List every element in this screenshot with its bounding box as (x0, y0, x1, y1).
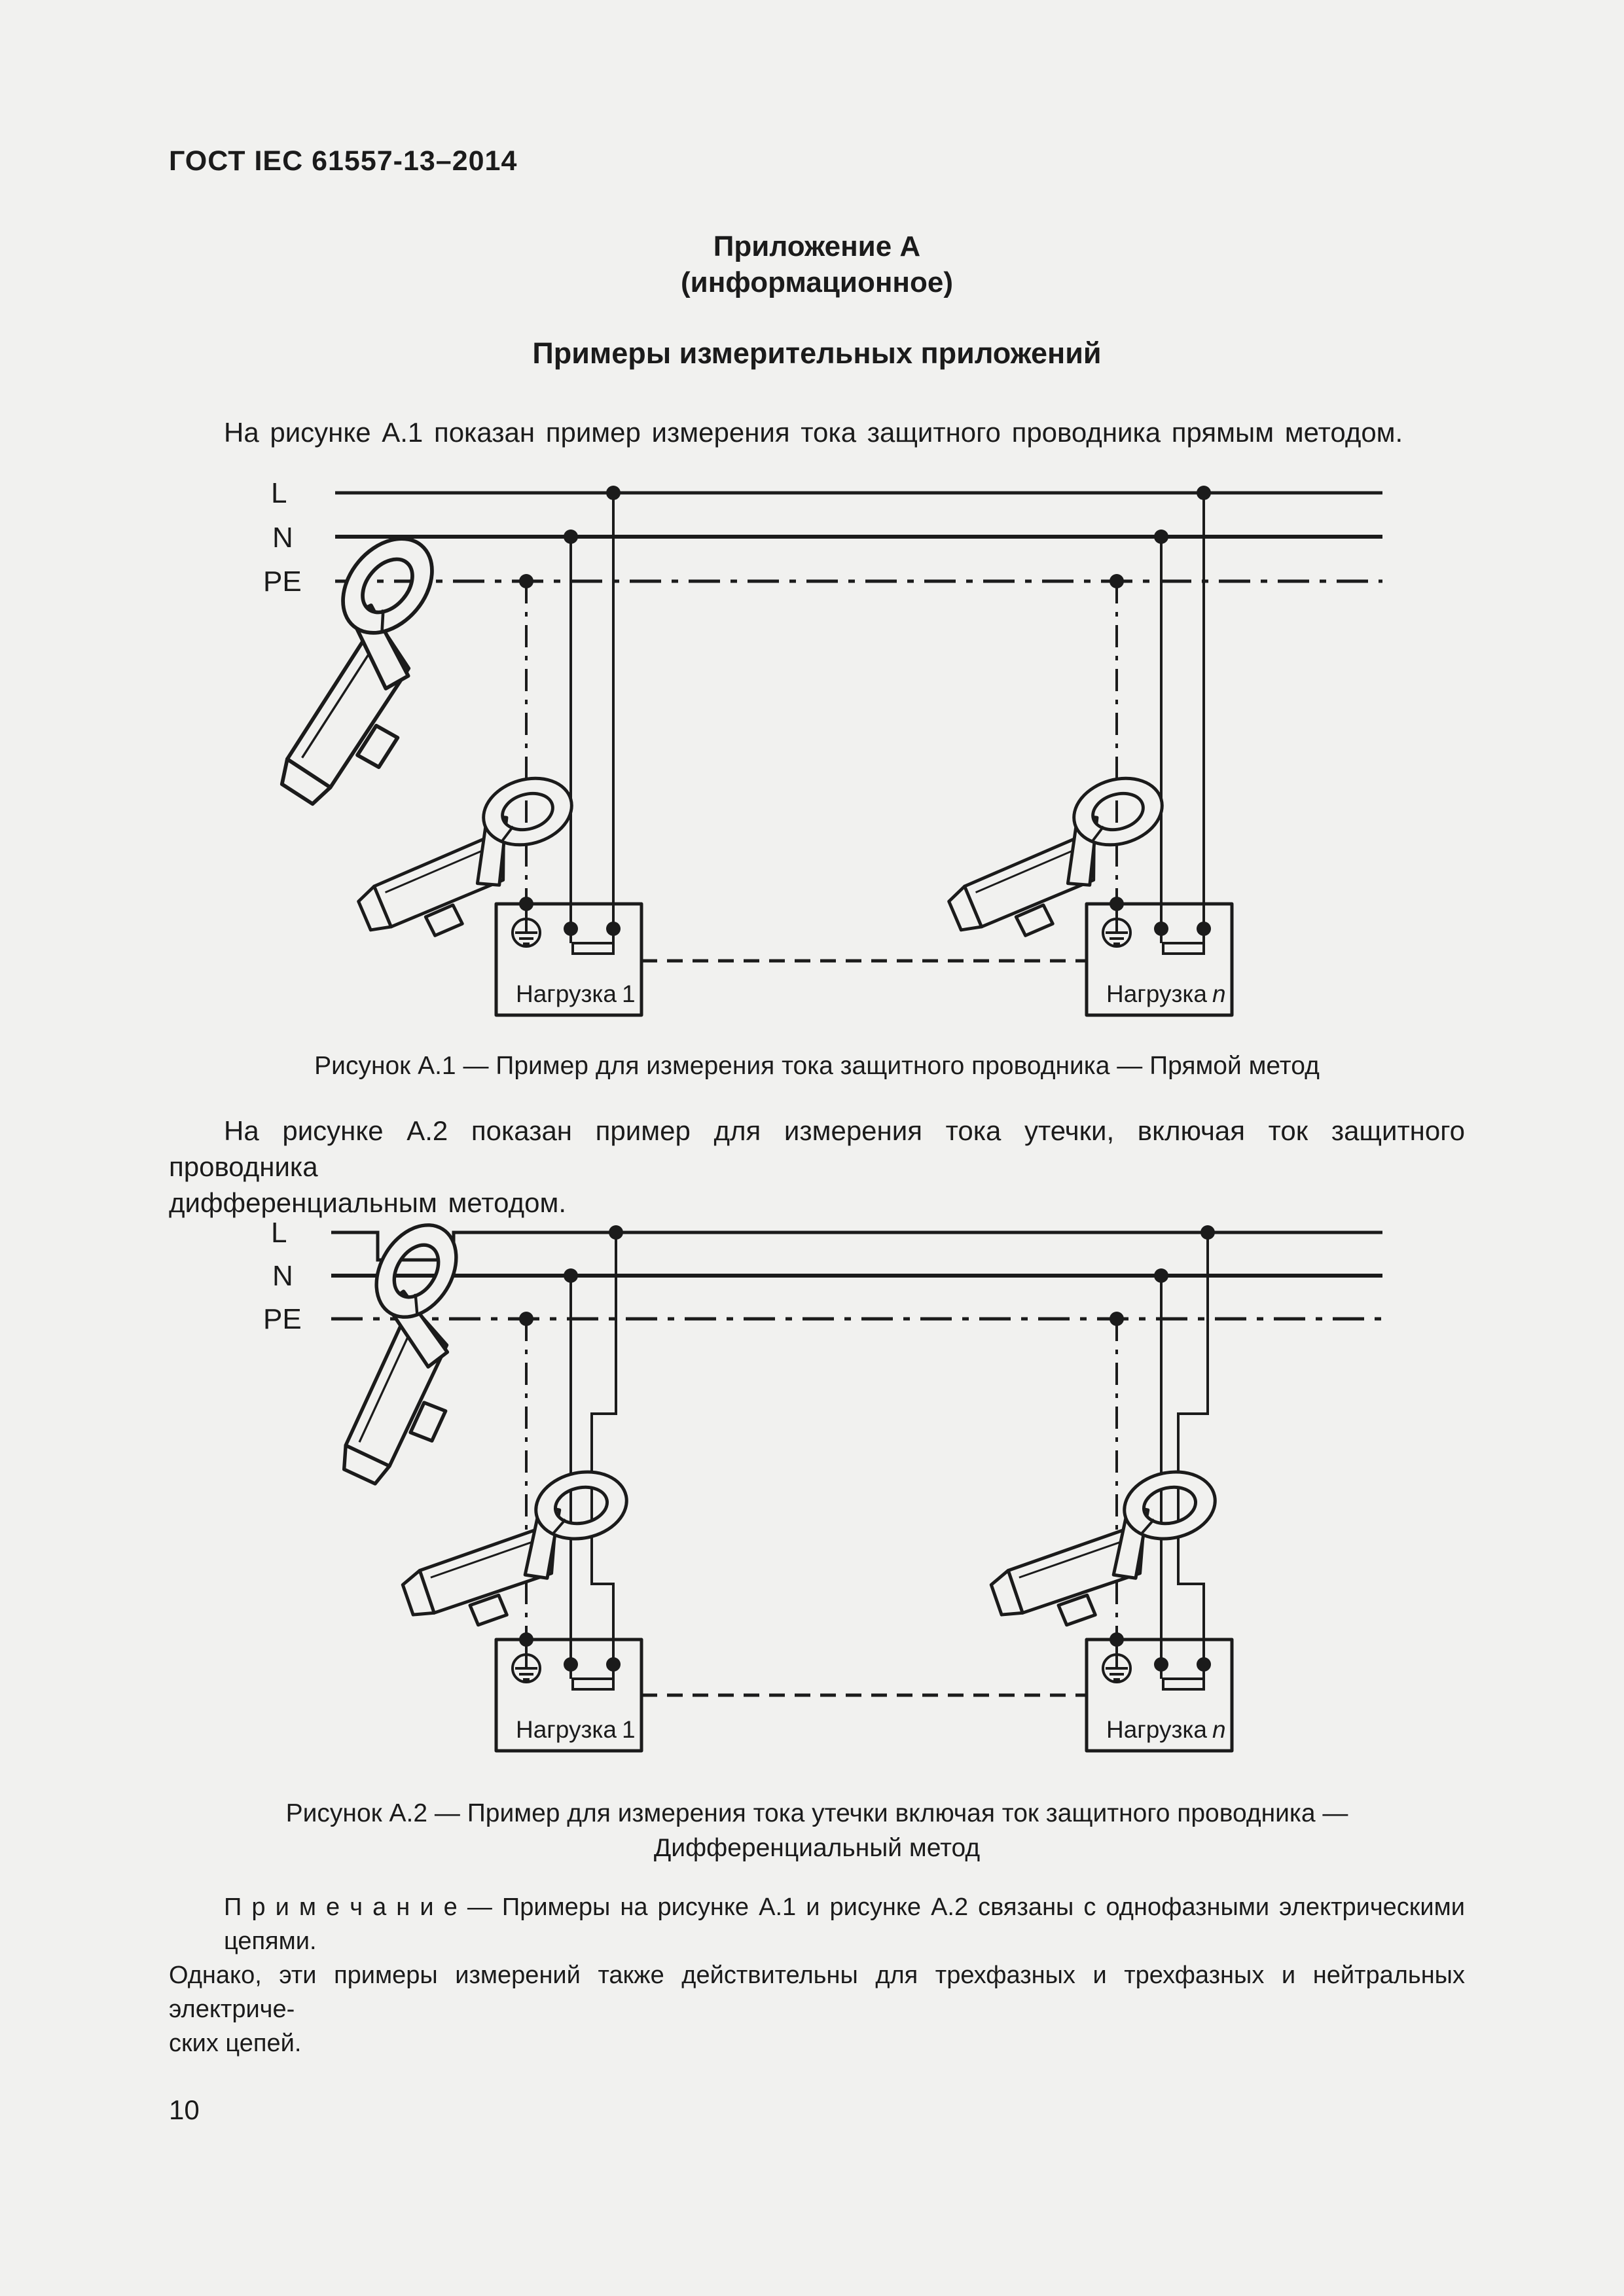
load1-drop-wires (519, 1225, 623, 1640)
fig-a2-label-pe: PE (263, 1303, 302, 1335)
appendix-title: Приложение А (713, 230, 921, 262)
clamp-meter-icon (217, 521, 505, 825)
clamp-meter-icon (976, 1464, 1235, 1639)
note-line3: ских цепей. (169, 2030, 302, 2057)
figure-a1-diagram: L N PE Нагрузка 1 (157, 477, 1382, 1041)
appendix-type-note: (информационное) (681, 266, 953, 298)
load1-drop-wires (519, 486, 621, 904)
fig-a1-label-n: N (272, 522, 293, 554)
note-label: П р и м е ч а н и е (224, 1893, 458, 1921)
load1-label: Нагрузка (516, 1716, 617, 1743)
clamp-meter-icon (277, 1210, 530, 1501)
figure-a2-caption-line1: Рисунок А.2 — Пример для измерения тока … (285, 1799, 1348, 1827)
clamp-meter-icon (388, 1464, 646, 1639)
intro-paragraph-a2-line1: На рисунке А.2 показан пример для измере… (169, 1115, 1465, 1182)
figure-a2-caption-line2: Дифференциальный метод (653, 1834, 981, 1862)
intro-paragraph-a2: На рисунке А.2 показан пример для измере… (169, 1113, 1465, 1221)
load1-label: Нагрузка (516, 980, 617, 1007)
figure-a1-caption: Рисунок А.1 — Пример для измерения тока … (314, 1052, 1320, 1080)
loadn-drop-wires (1110, 486, 1211, 904)
intro-paragraph-a2-line2: дифференциальным методом. (169, 1187, 566, 1218)
loadn-index: n (1212, 980, 1226, 1007)
section-title: Примеры измерительных приложений (532, 336, 1102, 370)
loadn-index: n (1212, 1716, 1226, 1743)
load1-index: 1 (622, 1716, 636, 1743)
intro-paragraph-a1: На рисунке А.1 показан пример измерения … (224, 417, 1403, 448)
fig-a2-label-n: N (272, 1260, 293, 1292)
note-line2: Однако, эти примеры измерений также дейс… (169, 1962, 1465, 2023)
fig-a2-label-l: L (271, 1217, 287, 1249)
loadn-label: Нагрузка (1106, 980, 1207, 1007)
fig-a1-label-l: L (271, 477, 287, 509)
fig-a1-label-pe: PE (263, 565, 302, 598)
note-paragraph: П р и м е ч а н и е — Примеры на рисунке… (169, 1890, 1465, 2060)
page-number: 10 (169, 2094, 200, 2125)
note-line1-text: — Примеры на рисунке А.1 и рисунке А.2 с… (224, 1893, 1465, 1955)
loadn-drop-wires (1110, 1225, 1215, 1640)
figure-a2-diagram: L N PE Нагрузка 1 (263, 1201, 1382, 1777)
load1-index: 1 (622, 980, 636, 1007)
loadn-label: Нагрузка (1106, 1716, 1207, 1743)
note-line1: П р и м е ч а н и е — Примеры на рисунке… (169, 1890, 1465, 1958)
standard-number-header: ГОСТ IEC 61557-13–2014 (169, 145, 518, 177)
figure-a2-caption: Рисунок А.2 — Пример для измерения тока … (169, 1796, 1465, 1865)
l-line (331, 1230, 1382, 1262)
